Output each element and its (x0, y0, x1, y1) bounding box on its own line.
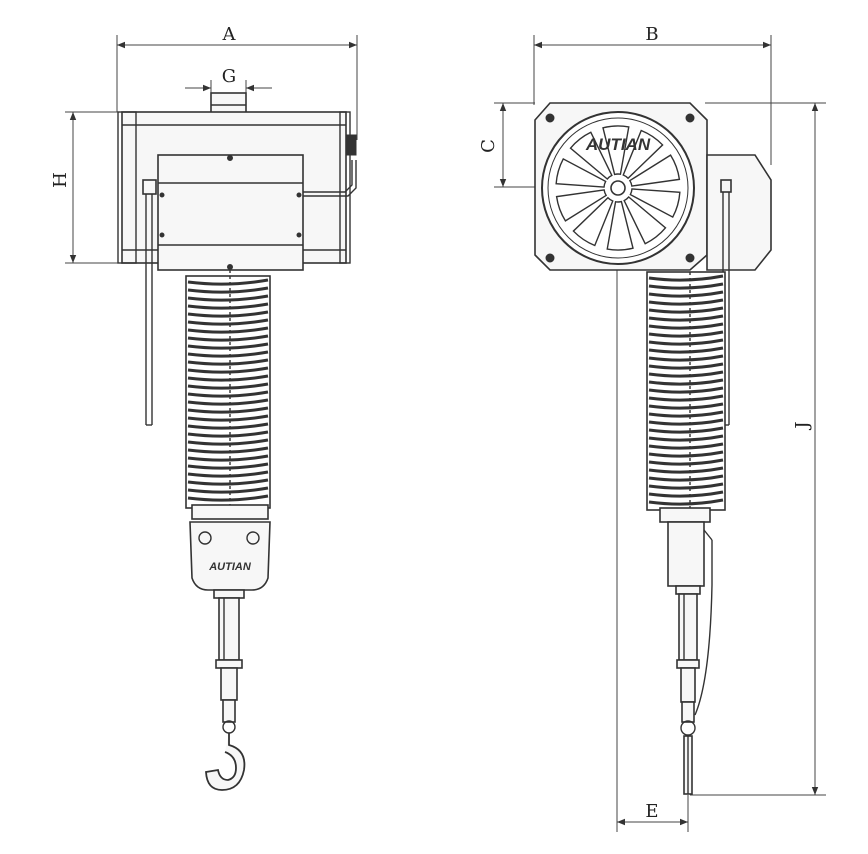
dimension-b: B (533, 24, 772, 165)
control-box (157, 154, 304, 271)
dimension-e: E (616, 270, 689, 832)
dimension-h: H (50, 111, 122, 264)
motor-box (706, 154, 772, 271)
dimension-j-label: J (792, 421, 813, 430)
dimension-b-label: B (645, 24, 658, 45)
coil-cable-side (646, 271, 726, 511)
pendant-handle-front: AUTIAN (189, 504, 271, 591)
front-view: A G H (50, 24, 358, 791)
hook-assembly-front (205, 589, 246, 791)
pendant-handle-side (659, 507, 713, 716)
dimension-e-label: E (645, 801, 658, 822)
drum-disk: AUTIAN (541, 111, 695, 265)
drum-logo: AUTIAN (585, 135, 651, 154)
hook-assembly-side (680, 701, 696, 795)
pendant-logo: AUTIAN (208, 561, 252, 573)
dimension-c-label: C (478, 139, 499, 153)
dimension-g-label: G (222, 66, 236, 87)
dimension-a-label: A (222, 24, 237, 45)
dimension-a: A (116, 24, 358, 140)
side-view: B C J E (478, 24, 826, 832)
coil-cable-front (185, 270, 271, 515)
dimension-h-label: H (50, 172, 71, 188)
dimension-j: J (690, 102, 826, 796)
